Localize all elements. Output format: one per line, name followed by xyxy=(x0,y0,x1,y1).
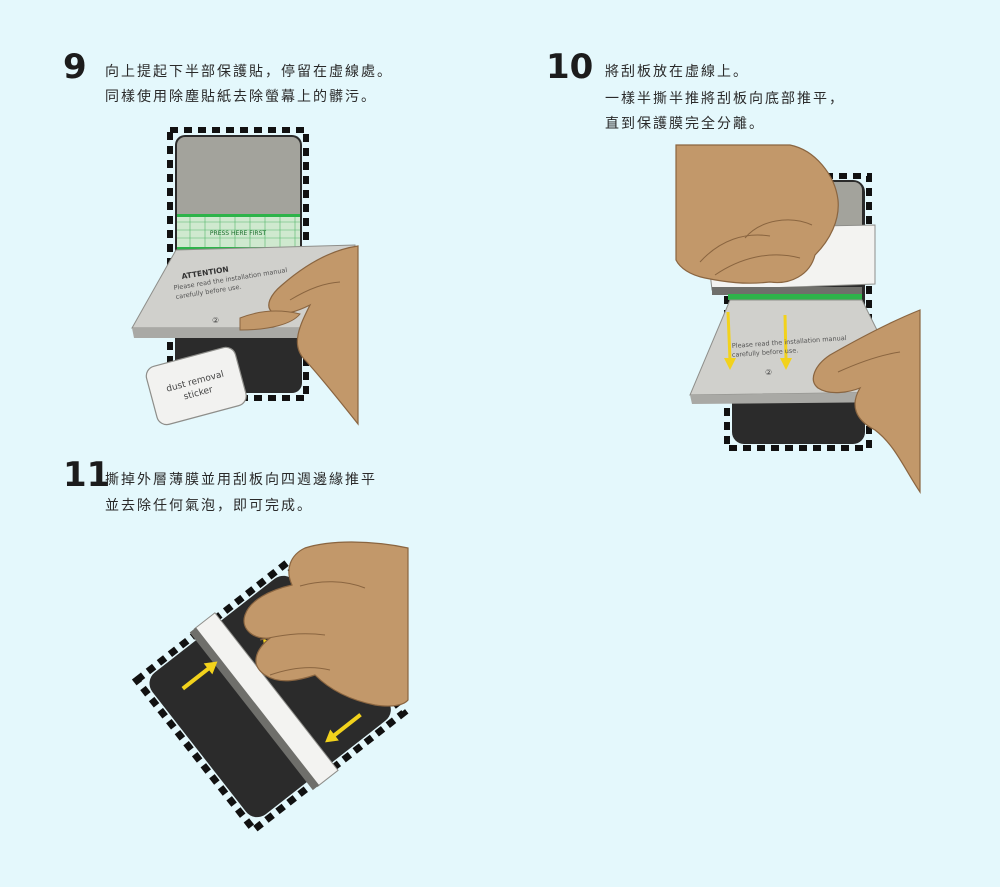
press-here-label: PRESS HERE FIRST xyxy=(210,230,266,237)
dust-removal-sticker: dust removal sticker xyxy=(145,346,247,426)
step-line: 將刮板放在虛線上。 xyxy=(605,64,749,80)
hand xyxy=(268,245,359,426)
step-number: 10 xyxy=(546,47,594,87)
hand xyxy=(812,309,921,494)
press-here-band xyxy=(177,214,300,250)
step-number: 11 xyxy=(63,455,111,495)
step-line: 並去除任何氣泡，即可完成。 xyxy=(105,498,313,514)
tab-number: ② xyxy=(765,368,772,377)
step-line: 一樣半撕半推將刮板向底部推平， xyxy=(605,91,845,107)
guide-line xyxy=(728,294,862,300)
tab-number: ② xyxy=(212,316,219,325)
step-line: 同樣使用除塵貼紙去除螢幕上的髒污。 xyxy=(105,89,377,105)
step-number: 9 xyxy=(63,47,87,87)
step-line: 撕掉外層薄膜並用刮板向四週邊緣推平 xyxy=(105,472,377,488)
hand xyxy=(675,144,839,284)
step-line: 直到保護膜完全分離。 xyxy=(605,116,765,132)
step-line: 向上提起下半部保護貼，停留在虛線處。 xyxy=(105,64,393,80)
